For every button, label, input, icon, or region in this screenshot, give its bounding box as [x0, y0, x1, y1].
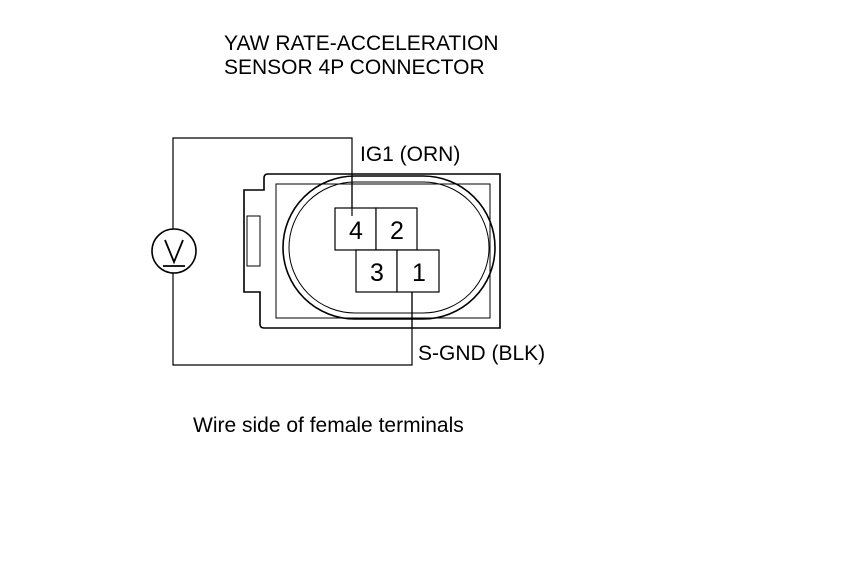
sgnd-wire-label: S-GND (BLK)	[418, 342, 546, 365]
terminal-cavities	[334, 207, 440, 293]
terminal-1	[396, 249, 440, 293]
pin-label-4: 4	[349, 217, 363, 245]
pin-label-2: 2	[390, 217, 404, 245]
pin-label-1: 1	[412, 259, 426, 287]
diagram-title-line-1: YAW RATE-ACCELERATION	[224, 32, 499, 55]
view-caption: Wire side of female terminals	[193, 414, 464, 437]
voltmeter-icon	[151, 228, 197, 274]
ig1-wire-label: IG1 (ORN)	[360, 143, 461, 166]
terminal-2	[375, 207, 418, 251]
terminal-3	[355, 249, 398, 293]
diagram-title-line-2: SENSOR 4P CONNECTOR	[224, 56, 485, 79]
connector-housing	[243, 173, 501, 329]
pin-label-3: 3	[370, 259, 384, 287]
